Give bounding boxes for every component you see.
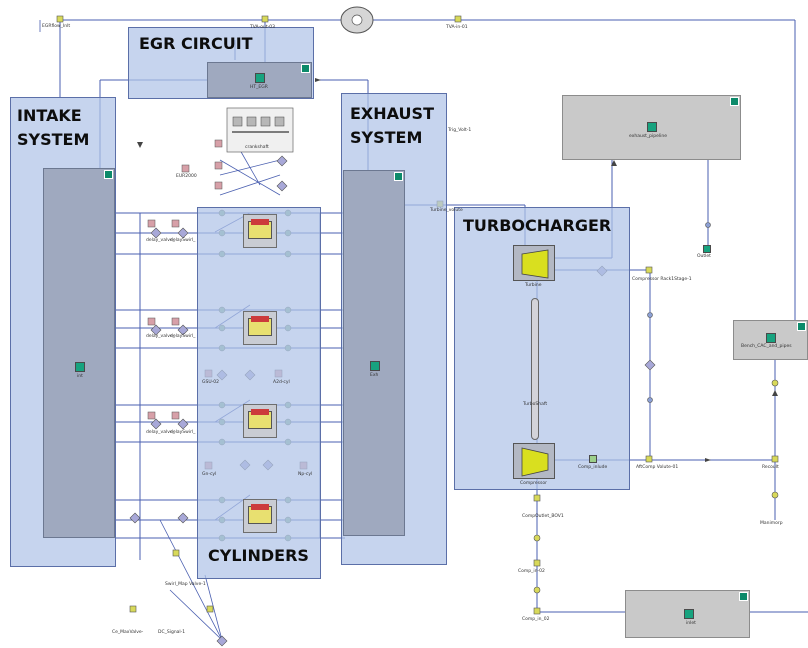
cylinder-4[interactable] (243, 499, 277, 533)
cylinder-3[interactable] (243, 404, 277, 438)
bench-cac-block[interactable]: Bench_CAC_and_pipes (733, 320, 808, 360)
compressor-label: Compressor (520, 481, 547, 486)
comp-inlet-icon[interactable] (589, 455, 597, 463)
ce-maxvalve-label: Ce_MaxValve- (112, 630, 143, 635)
turbine-block[interactable] (513, 245, 555, 281)
cyl-d-label: Np-cyl (298, 472, 312, 477)
delay-swirl-label-2: delaySwirl_ (170, 334, 195, 339)
trig-label: Trig_Volt-1 (448, 128, 471, 133)
intake-system-title-line1: INTAKE (17, 106, 82, 125)
manimorp-label: Manimorp (760, 521, 783, 526)
turbine-label: Turbine (525, 283, 542, 288)
component-icon (255, 73, 265, 83)
inlet-block[interactable]: inlet (625, 590, 750, 638)
outlet-icon[interactable] (703, 245, 711, 253)
component-icon (75, 362, 85, 372)
eur2000-label: EUR2000 (176, 174, 197, 179)
turbo-shaft (531, 298, 539, 440)
crankshaft-label: crankshaft (245, 145, 269, 150)
swirl-map-label: Swirl_Map Valve-1 (165, 582, 206, 587)
component-icon (684, 609, 694, 619)
intake-manifold-label: int (77, 374, 83, 379)
comp-outlet-label: CompOutlet_BOV1 (522, 514, 564, 519)
tva-in-label: TVA-in-01 (446, 25, 468, 30)
cyl-c-label: Gn-cyl (202, 472, 216, 477)
block-marker-icon (394, 172, 403, 181)
egr-cooler-label: HT_EGR (250, 85, 268, 90)
aftcomp-label: AftComp Volute-01 (636, 465, 678, 470)
tva-out-label: TVA-out-03 (250, 25, 275, 30)
component-icon (647, 122, 657, 132)
dc-signal-label: DC_Signal-1 (158, 630, 185, 635)
comp-inlet-label: Comp_inlude (578, 465, 607, 470)
cylinder-2[interactable] (243, 311, 277, 345)
component-icon (370, 361, 380, 371)
exhaust-system-title-line2: SYSTEM (350, 128, 422, 147)
egr-circuit-title: EGR CIRCUIT (139, 34, 253, 53)
block-marker-icon (301, 64, 310, 73)
turbo-shaft-label: TurboShaft (523, 402, 547, 407)
exhaust-pipeline-block[interactable]: exhaust_pipeline (562, 95, 741, 160)
comp-in-02-label: Comp_in-02 (518, 569, 545, 574)
turbine-volute-label: Turbine_volute (430, 208, 463, 213)
block-marker-icon (730, 97, 739, 106)
turbocharger-title: TURBOCHARGER (463, 216, 611, 235)
component-icon (766, 333, 776, 343)
egrflow-label: EGRflow_Inlt (42, 24, 70, 29)
inlet-label: inlet (686, 621, 696, 626)
comp-in-02b-label: Comp_in_02 (522, 617, 549, 622)
exhaust-system-title-line1: EXHAUST (350, 104, 434, 123)
cyl-b-label: A2d-cyl (273, 380, 290, 385)
cylinder-1[interactable] (243, 214, 277, 248)
bench-cac-label: Bench_CAC_and_pipes (741, 344, 792, 349)
cylinders-title: CYLINDERS (208, 546, 309, 565)
recoult-label: Recoult (762, 465, 779, 470)
outlet-label: Outlet (697, 254, 711, 259)
intake-system-title-line2: SYSTEM (17, 130, 89, 149)
intake-manifold-block[interactable]: int (43, 168, 115, 538)
block-marker-icon (739, 592, 748, 601)
egr-cooler-block[interactable]: HT_EGR (207, 62, 312, 98)
exhaust-pipeline-label: exhaust_pipeline (629, 134, 667, 139)
block-marker-icon (797, 322, 806, 331)
cyl-a-label: GSU-02 (202, 380, 219, 385)
delay-swirl-label-3: delaySwirl_ (170, 430, 195, 435)
compressor-block[interactable] (513, 443, 555, 479)
exhaust-manifold-label: Exh (370, 373, 378, 378)
exhaust-manifold-block[interactable]: Exh (343, 170, 405, 536)
block-marker-icon (104, 170, 113, 179)
compressor-rack-label: Compressor Rack1Stage-1 (632, 277, 692, 282)
delay-swirl-label-1: delaySwirl_ (170, 238, 195, 243)
